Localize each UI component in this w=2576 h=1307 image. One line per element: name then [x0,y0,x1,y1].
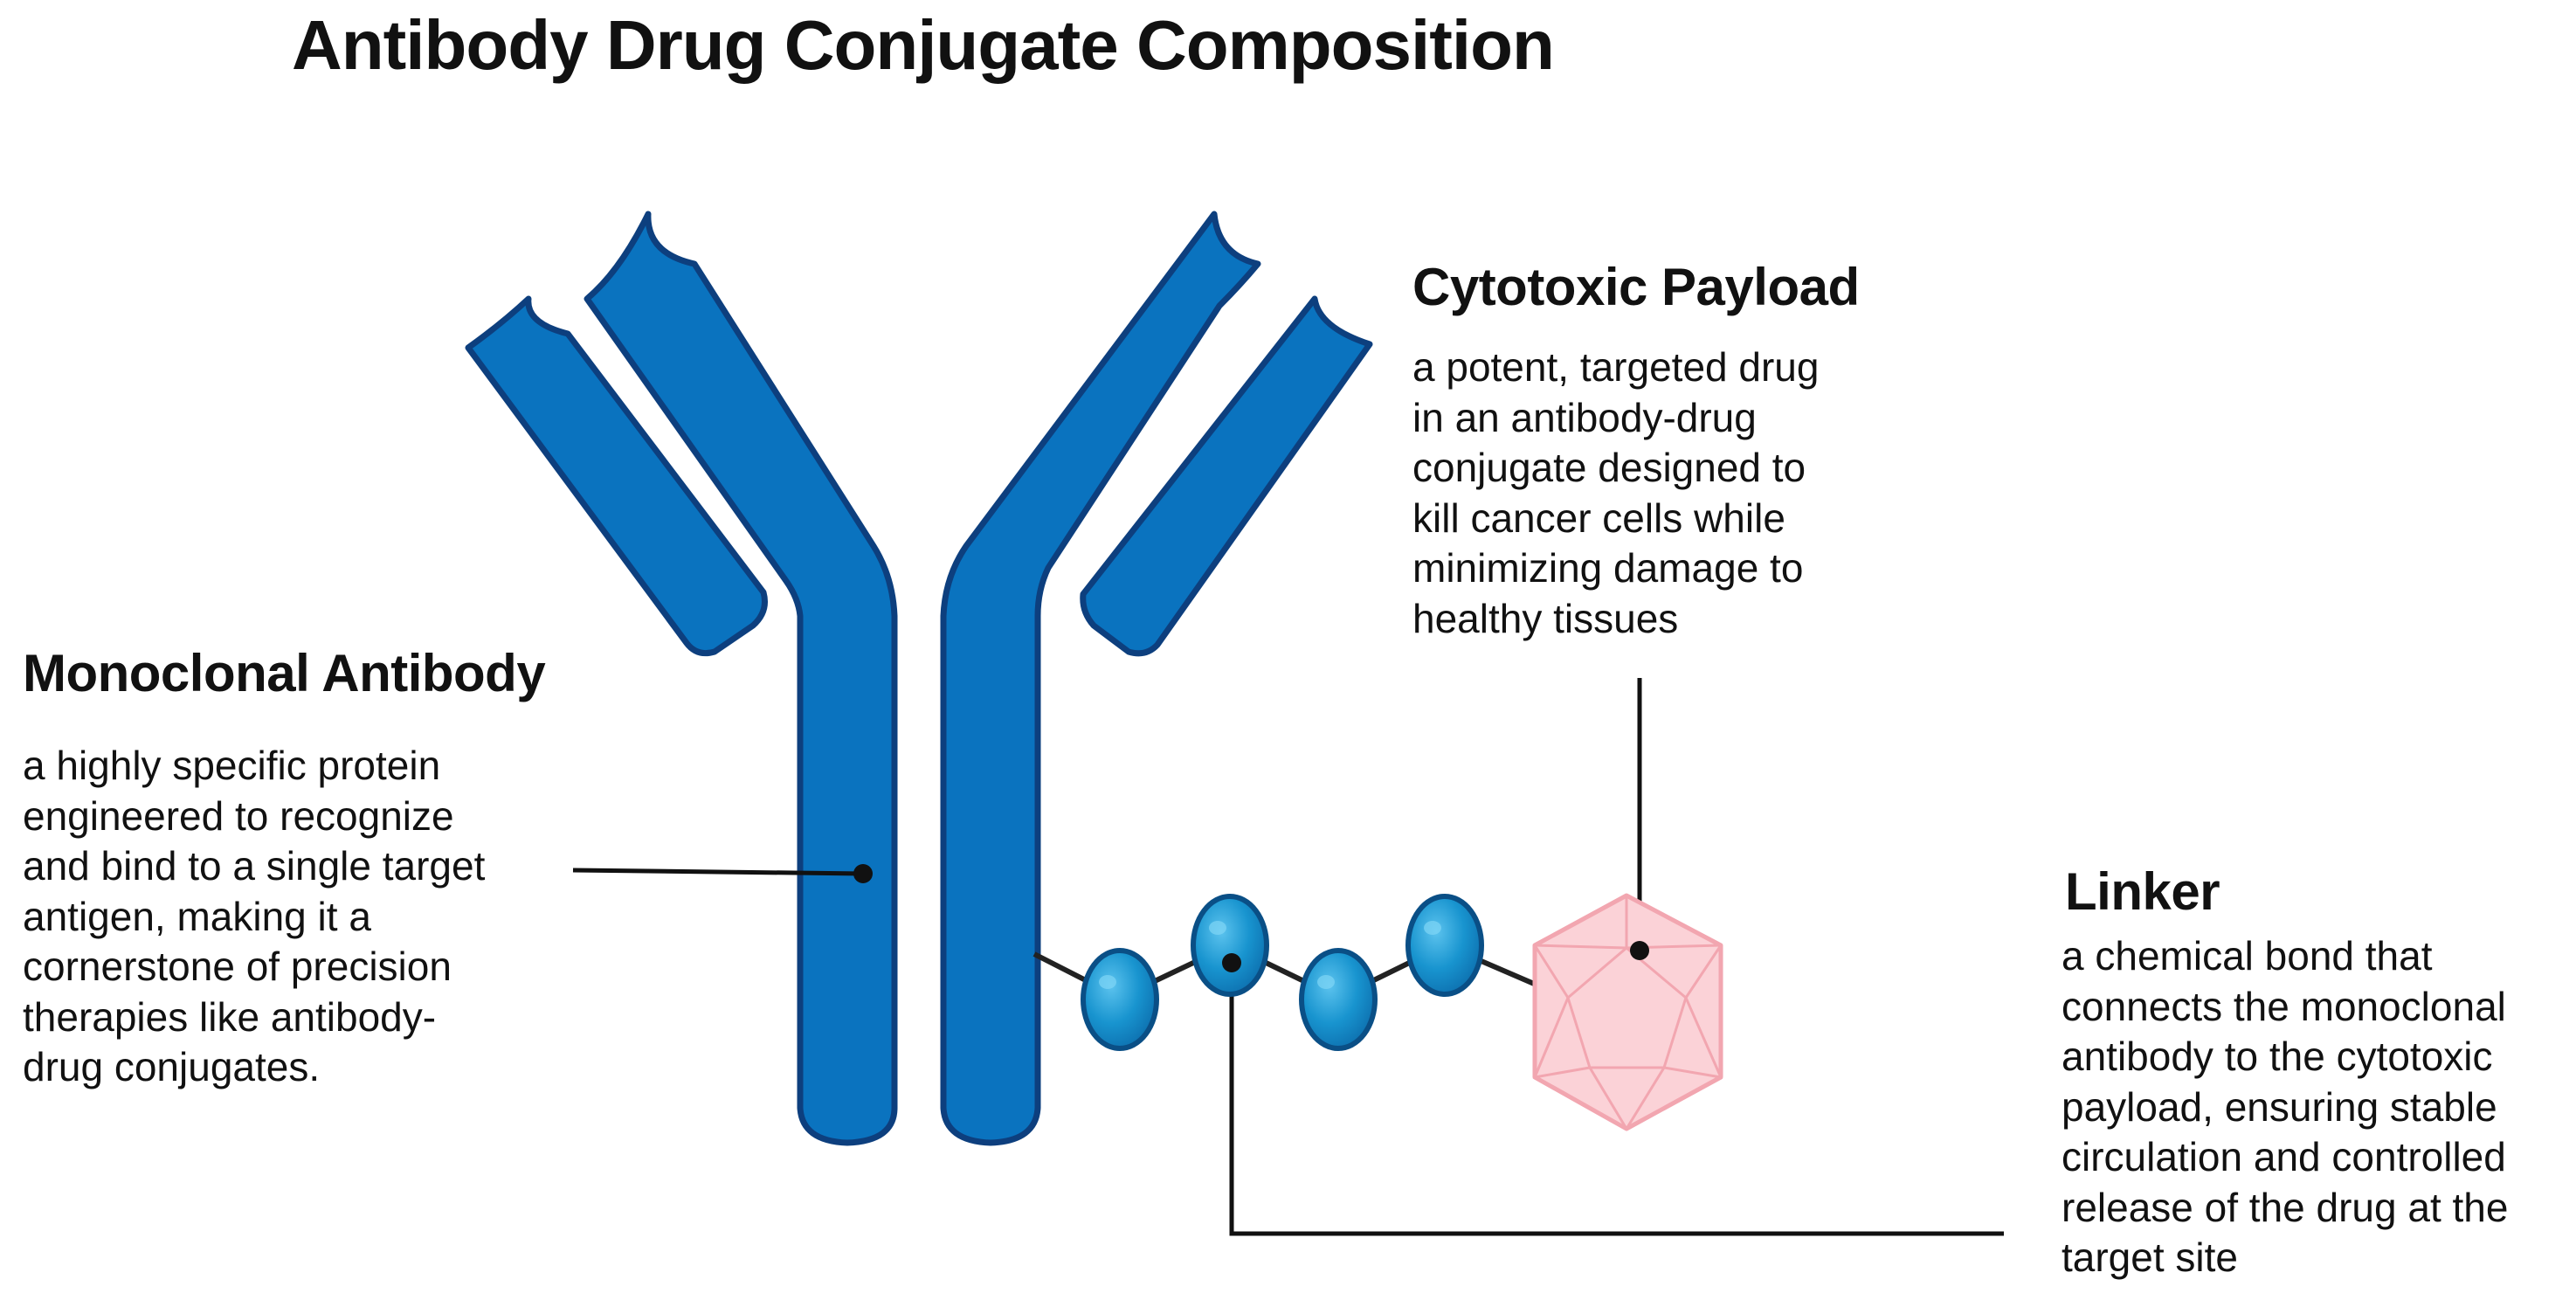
cytotoxic-payload-description: a potent, targeted drug in an antibody-d… [1412,342,1819,644]
linker-chain [1032,894,1548,1051]
description-line: payload, ensuring stable [2061,1083,2497,1130]
description-line: engineered to recognize [23,792,454,839]
description-line: target site [2061,1234,2238,1280]
description-line: minimizing damage to [1412,545,1804,591]
description-line: conjugate designed to [1412,445,1806,490]
description-line: circulation and controlled [2061,1134,2506,1179]
linker-leader-line [1229,963,2004,1236]
monoclonal-antibody-description: a highly specific protein engineered to … [23,741,485,1093]
description-line: kill cancer cells while [1412,494,1785,541]
antibody-right-heavy-chain [940,211,1261,1146]
linker-bead [1405,894,1484,997]
leader-dots [853,864,1649,972]
description-line: a potent, targeted drug [1412,344,1820,390]
description-line: cornerstone of precision [23,944,452,989]
cytotoxic-payload-heading: Cytotoxic Payload [1412,258,1860,316]
linker-leader-dot [1222,953,1241,972]
description-line: antigen, making it a [23,893,371,939]
antibody-left-heavy-chain [584,211,898,1146]
antibody-leader-line [572,868,864,876]
description-line: and bind to a single target [23,843,486,889]
description-line: therapies like antibody- [23,993,437,1040]
linker-bead [1081,948,1159,1051]
antibody-left-light-chain [465,295,768,657]
leader-lines [572,678,2004,1236]
linker-description: a chemical bond that connects the monocl… [2061,931,2508,1283]
description-line: a highly specific protein [23,743,441,788]
description-line: antibody to the cytotoxic [2061,1034,2493,1079]
payload-leader-dot [1630,941,1649,960]
description-line: in an antibody-drug [1412,394,1757,440]
diagram-title: Antibody Drug Conjugate Composition [292,6,1555,84]
description-line: healthy tissues [1412,595,1679,641]
monoclonal-antibody-heading: Monoclonal Antibody [23,644,546,702]
description-line: drug conjugates. [23,1044,321,1089]
antibody-right-light-chain [1080,295,1373,657]
description-line: a chemical bond that [2061,933,2433,979]
antibody-leader-dot [853,864,873,883]
cytotoxic-payload-icosahedron [1532,893,1723,1131]
linker-bead [1191,894,1269,997]
linker-bead [1299,948,1378,1051]
description-line: connects the monoclonal [2061,983,2506,1029]
monoclonal-antibody [465,211,1373,1146]
description-line: release of the drug at the [2061,1184,2509,1230]
linker-heading: Linker [2065,862,2220,921]
